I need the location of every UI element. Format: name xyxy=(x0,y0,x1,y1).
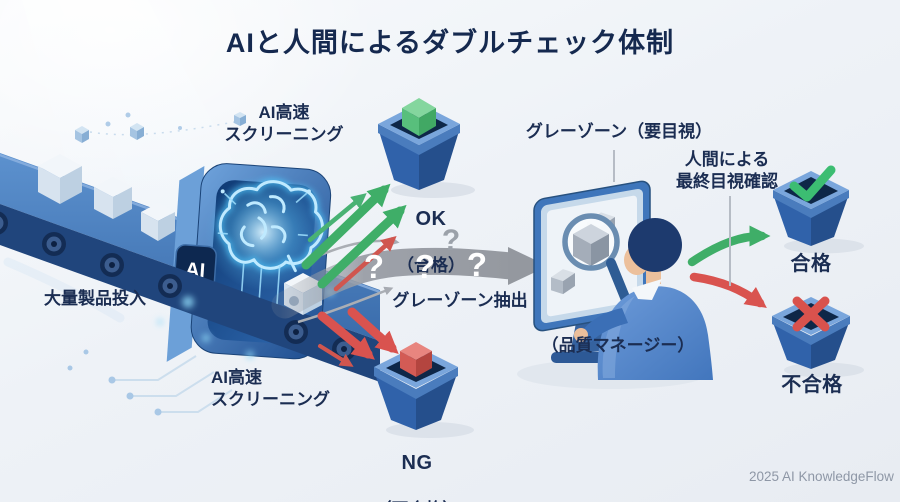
human-fail-arrow xyxy=(689,272,767,308)
person-hair xyxy=(628,218,682,272)
label-ng-bin: NG （不合格） xyxy=(375,452,460,502)
circuit-decoration-top xyxy=(75,112,247,143)
watermark: 2025 AI KnowledgeFlow xyxy=(749,469,894,484)
question-mark-band-3: ? xyxy=(466,246,488,283)
screen-cube xyxy=(551,269,575,295)
label-fail-bin: 不合格 xyxy=(781,374,843,396)
magnifier-icon xyxy=(562,213,638,322)
red-arrow-thin-up xyxy=(333,235,397,292)
product-box xyxy=(38,154,82,204)
x-icon xyxy=(792,296,830,332)
circuit-decoration-bottom xyxy=(3,257,233,413)
red-product-cube xyxy=(400,342,432,377)
lens-cube xyxy=(573,224,609,266)
question-mark-band-1: ? xyxy=(363,248,385,285)
pass-bin xyxy=(773,165,864,254)
floating-cube xyxy=(234,112,246,126)
circuit-nodes xyxy=(67,349,162,416)
fail-bin xyxy=(772,296,864,378)
ai-brain-icon xyxy=(217,178,326,273)
ng-bin xyxy=(374,342,474,438)
person-arm xyxy=(582,308,628,342)
check-icon xyxy=(789,165,836,202)
human-pass-arrow xyxy=(687,225,771,267)
product-box xyxy=(94,177,132,219)
ok-bin xyxy=(378,98,475,198)
label-pass-bin: 合格 xyxy=(790,253,832,275)
label-ai-screening-bottom: AI高速 スクリーニング xyxy=(211,368,330,410)
page-title: AIと人間によるダブルチェック体制 xyxy=(225,28,675,58)
product-box xyxy=(141,203,175,241)
question-mark-band-2: ? xyxy=(414,248,436,285)
inspector-person xyxy=(574,218,713,380)
label-ai-screening-top: AI高速 スクリーニング xyxy=(224,103,344,145)
green-arrows-ok xyxy=(301,183,407,289)
question-mark-above: ? xyxy=(441,224,461,257)
label-human-check: 人間による 最終目視確認 xyxy=(676,150,778,192)
label-quality-manager: （品質マネージー） xyxy=(541,336,695,355)
label-gray-extract: グレーゾーン抽出 xyxy=(392,291,528,310)
label-mass-input: 大量製品投入 xyxy=(44,289,146,308)
floating-cube xyxy=(130,123,144,140)
floating-cube xyxy=(75,126,89,143)
person-collar xyxy=(632,279,662,300)
label-ok-bin: OK （合格） xyxy=(397,208,465,276)
gray-band-arrowhead xyxy=(508,247,548,285)
label-gray-zone-top: グレーゾーン（要目視） xyxy=(525,122,713,141)
person-hand xyxy=(574,328,588,342)
green-product-cube xyxy=(402,98,436,136)
red-arrows-ng xyxy=(317,307,399,367)
inspection-station xyxy=(517,180,713,389)
